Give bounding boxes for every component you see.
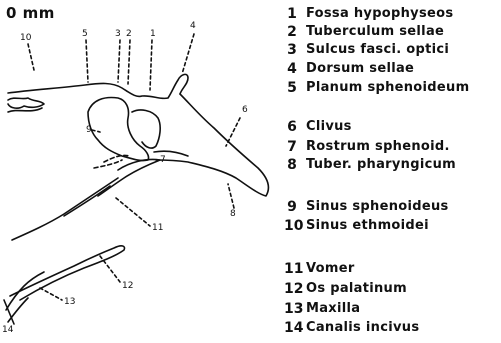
- clivus-outline: [156, 94, 268, 196]
- planum-outline: [8, 74, 188, 98]
- rostrum-dash-2: [94, 160, 122, 168]
- palatine-outline: [10, 246, 125, 300]
- ethmoid-mark: [8, 108, 42, 112]
- drawing-label-5: 5: [82, 30, 88, 39]
- leader-10: [28, 44, 34, 70]
- leader-11: [116, 198, 150, 226]
- leader-9: [92, 130, 100, 132]
- drawing-label-4: 4: [190, 22, 196, 31]
- leader-6: [226, 118, 240, 146]
- leader-8: [228, 184, 234, 208]
- leader-3: [118, 40, 120, 82]
- leader-2: [128, 40, 130, 84]
- ethmoid-outline: [8, 98, 44, 108]
- drawing-label-7: 7: [160, 156, 166, 165]
- sinus-outline: [88, 98, 149, 161]
- drawing-label-2: 2: [126, 30, 132, 39]
- vomer-inner: [64, 186, 110, 216]
- leader-1: [150, 40, 152, 90]
- drawing-label-14: 14: [2, 326, 13, 335]
- vomer-outline: [12, 178, 118, 240]
- drawing-label-11: 11: [152, 224, 163, 233]
- drawing-label-8: 8: [230, 210, 236, 219]
- drawing-label-1: 1: [150, 30, 156, 39]
- leader-4: [182, 34, 194, 74]
- drawing-label-3: 3: [115, 30, 121, 39]
- drawing-label-6: 6: [242, 106, 248, 115]
- maxilla-outline: [6, 272, 44, 310]
- leader-13: [40, 288, 62, 300]
- drawing-label-9: 9: [86, 126, 92, 135]
- leader-5: [86, 40, 88, 82]
- drawing-label-10: 10: [20, 34, 31, 43]
- drawing-label-12: 12: [122, 282, 133, 291]
- drawing-label-13: 13: [64, 298, 75, 307]
